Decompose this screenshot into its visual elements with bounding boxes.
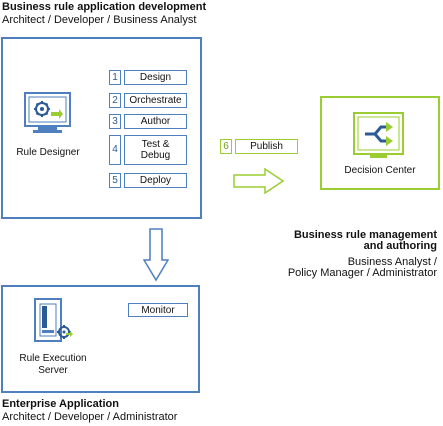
step-author[interactable]: 3 Author xyxy=(109,114,187,129)
rule-execution-server-line2: Server xyxy=(38,365,68,376)
arrow-down-icon xyxy=(142,228,170,287)
enterprise-roles: Architect / Developer / Administrator xyxy=(2,411,178,423)
enterprise-title: Enterprise Application xyxy=(2,398,119,410)
step-label: Orchestrate xyxy=(124,93,187,108)
rule-execution-server-line1: Rule Execution xyxy=(19,353,87,364)
step-label: Test & Debug xyxy=(124,135,187,165)
dev-roles: Architect / Developer / Business Analyst xyxy=(2,14,197,26)
rule-execution-server-icon[interactable] xyxy=(33,297,75,345)
step-orchestrate[interactable]: 2 Orchestrate xyxy=(109,93,187,108)
enterprise-panel: Rule Execution Server Monitor xyxy=(1,285,200,393)
step-number: 1 xyxy=(109,70,121,85)
rule-designer-icon[interactable] xyxy=(24,92,71,136)
step-test-debug[interactable]: 4 Test & Debug xyxy=(109,135,187,165)
step-number: 2 xyxy=(109,93,121,108)
rule-designer-label: Rule Designer xyxy=(16,147,80,158)
decision-center-icon[interactable] xyxy=(353,112,404,161)
step-number: 5 xyxy=(109,173,121,188)
monitor-step[interactable]: Monitor xyxy=(128,303,188,317)
step-publish[interactable]: 6 Publish xyxy=(220,139,298,154)
step-label: Publish xyxy=(235,139,298,154)
step-label: Deploy xyxy=(124,173,187,188)
decision-roles-line2: Policy Manager / Administrator xyxy=(287,267,437,279)
step-number: 3 xyxy=(109,114,121,129)
step-design[interactable]: 1 Design xyxy=(109,70,187,85)
decision-title-line1: Business rule management xyxy=(293,229,437,241)
arrow-right-icon xyxy=(233,167,285,199)
step-number: 4 xyxy=(109,135,121,165)
decision-title-line2: and authoring xyxy=(363,240,437,252)
step-label: Design xyxy=(124,70,187,85)
decision-center-label: Decision Center xyxy=(344,165,416,176)
step-label: Author xyxy=(124,114,187,129)
development-panel: Rule Designer 1 Design 2 Orchestrate 3 A… xyxy=(1,37,202,219)
step-number: 6 xyxy=(220,139,232,154)
step-deploy[interactable]: 5 Deploy xyxy=(109,173,187,188)
dev-title: Business rule application development xyxy=(2,1,207,13)
decision-center-panel: Decision Center xyxy=(320,96,440,190)
decision-roles-line1: Business Analyst / xyxy=(347,256,437,268)
